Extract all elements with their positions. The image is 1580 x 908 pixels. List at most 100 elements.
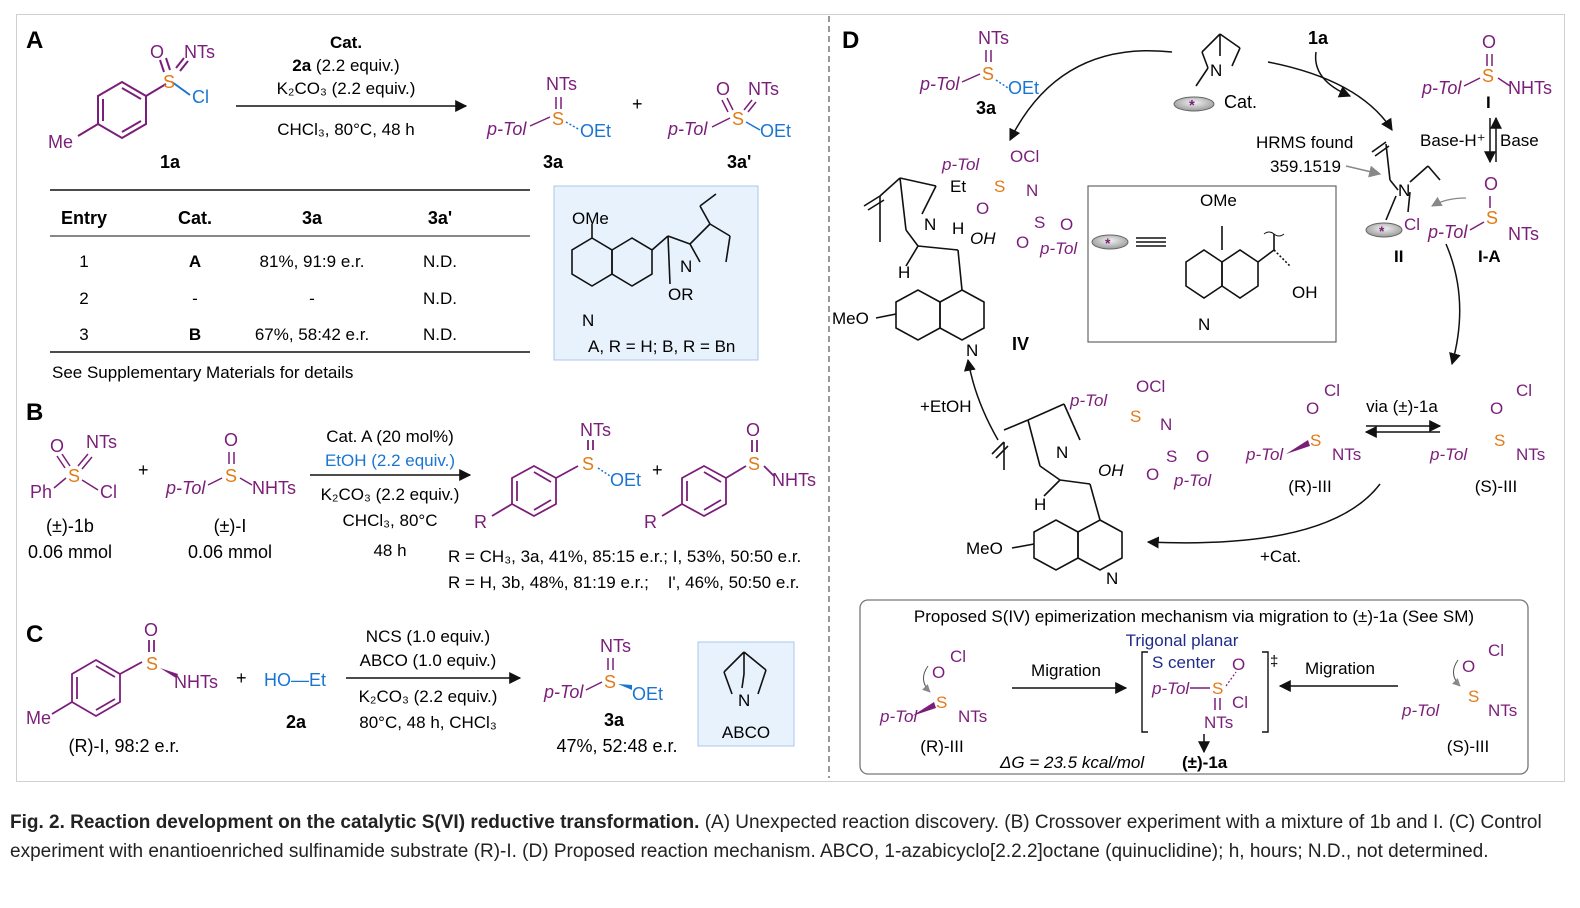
panel-label-d: D <box>842 27 859 54</box>
s-SIII: S <box>1494 431 1505 450</box>
ptol-ts: p-Tol <box>1151 679 1190 698</box>
compound-RI: (R)-I, 98:2 e.r. <box>68 736 179 756</box>
nhts-Ip: NHTs <box>772 470 816 490</box>
th-cat: Cat. <box>178 208 212 228</box>
amount-I: 0.06 mmol <box>188 542 272 562</box>
s-RI: S <box>146 654 158 674</box>
nts-IA: NTs <box>1508 224 1539 244</box>
ptol-dI: p-Tol <box>1421 78 1462 98</box>
hrms-1: HRMS found <box>1256 133 1353 152</box>
compound-3a-c: 3a <box>604 710 625 730</box>
td: N.D. <box>423 289 457 308</box>
s-IV: S <box>994 177 1005 196</box>
abco-box <box>697 641 795 747</box>
ptol-3ap: p-Tol <box>667 119 708 139</box>
ptol-box-R: p-Tol <box>879 707 918 726</box>
amount-1b: 0.06 mmol <box>28 542 112 562</box>
r-label: R <box>644 512 657 532</box>
s-atom: S <box>163 72 175 92</box>
compound-3ap: 3a' <box>727 152 751 172</box>
plus-b: + <box>138 460 149 480</box>
nts-3a: NTs <box>546 74 577 94</box>
cond-b-5: 48 h <box>373 541 406 560</box>
cond-b-3: K₂CO₃ (2.2 equiv.) <box>321 485 460 504</box>
td: - <box>192 289 198 308</box>
th-3a: 3a <box>302 208 323 228</box>
me-label: Me <box>48 132 73 152</box>
plus-a: + <box>632 94 643 114</box>
label-1a-d: 1a <box>1308 28 1329 48</box>
n-III2: N <box>1160 415 1172 434</box>
o-IA: O <box>1484 174 1498 194</box>
s-3b: S <box>582 454 594 474</box>
cycle-arrow-bottom <box>1146 483 1381 549</box>
h-IV: H <box>952 219 964 238</box>
star: * <box>1379 223 1385 239</box>
caption-title: Fig. 2. Reaction development on the cata… <box>10 812 700 833</box>
compound-1a: 1a <box>160 152 181 172</box>
s-center: S center <box>1152 653 1216 672</box>
o-1b: O <box>50 436 64 456</box>
label-box-SIII: (S)-III <box>1447 737 1490 756</box>
cond-c-1: NCS (1.0 equiv.) <box>366 627 490 646</box>
migration-1: Migration <box>1031 661 1101 680</box>
ptol-d3a: p-Tol <box>919 74 960 94</box>
abco-label: ABCO <box>722 723 770 742</box>
td: N.D. <box>423 325 457 344</box>
epimerization-title: Proposed S(IV) epimerization mechanism v… <box>914 607 1474 626</box>
nhts-I: NHTs <box>252 478 296 498</box>
cycle-arrow-top-left <box>1009 50 1173 142</box>
o-III: O <box>1196 447 1209 466</box>
nts-1b: NTs <box>86 432 117 452</box>
s-box-S: S <box>1468 687 1479 706</box>
ptol-RIII: p-Tol <box>1245 445 1284 464</box>
hrms-2: 359.1519 <box>1270 157 1341 176</box>
nts-3b: NTs <box>580 420 611 440</box>
epimerization-box <box>859 599 1529 775</box>
cond-b-1: Cat. A (20 mol%) <box>326 427 454 446</box>
ptol-3a: p-Tol <box>486 119 527 139</box>
n-II: N <box>1398 181 1410 200</box>
me-RI: Me <box>26 708 51 728</box>
o-III2: O <box>1146 465 1159 484</box>
td: 67%, 58:42 e.r. <box>255 325 369 344</box>
cl-box-S: Cl <box>1488 641 1504 660</box>
label-SIII: (S)-III <box>1475 477 1518 496</box>
oet-3ap: OEt <box>760 121 791 141</box>
oh-def: OH <box>1292 283 1318 302</box>
o-IV3: O <box>1016 233 1029 252</box>
cond-a-2: 2a (2.2 equiv.) <box>292 56 399 75</box>
nhts-RI: NHTs <box>174 672 218 692</box>
migration-2: Migration <box>1305 659 1375 678</box>
s-IA: S <box>1486 208 1498 228</box>
n-IV: N <box>924 215 936 234</box>
meo-III: MeO <box>966 539 1003 558</box>
o-RIII: O <box>1306 399 1319 418</box>
cond-c-2: ABCO (1.0 equiv.) <box>360 651 497 670</box>
arrow-1a-in <box>1314 51 1352 98</box>
ptol-IV2: p-Tol <box>1039 239 1078 258</box>
yield-c: 47%, 52:48 e.r. <box>556 736 677 756</box>
cl-ts: Cl <box>1232 693 1248 712</box>
cond-b-2: EtOH (2.2 equiv.) <box>325 451 455 470</box>
nts-label: NTs <box>184 42 215 62</box>
td: 2 <box>79 289 88 308</box>
label-IA: I-A <box>1478 247 1501 266</box>
o-box-S: O <box>1462 657 1475 676</box>
nts-box-S: NTs <box>1488 701 1517 720</box>
ptol-3a-c: p-Tol <box>543 682 584 702</box>
structure-1a <box>77 57 191 140</box>
cl-II: Cl <box>1404 215 1420 234</box>
cat-label-d: Cat. <box>1224 92 1257 112</box>
s-RIII: S <box>1310 431 1321 450</box>
cycle-arrow-right <box>1445 243 1461 366</box>
ome-label: OMe <box>572 209 609 228</box>
ocl-III: OCl <box>1136 377 1165 396</box>
td: B <box>189 325 201 344</box>
td: 1 <box>79 252 88 271</box>
o-RI: O <box>144 620 158 640</box>
label-II: II <box>1394 247 1403 266</box>
th-3ap: 3a' <box>428 208 452 228</box>
result-b-2: R = H, 3b, 48%, 81:19 e.r.; I', 46%, 50:… <box>448 573 799 592</box>
n-III3: N <box>1106 569 1118 588</box>
